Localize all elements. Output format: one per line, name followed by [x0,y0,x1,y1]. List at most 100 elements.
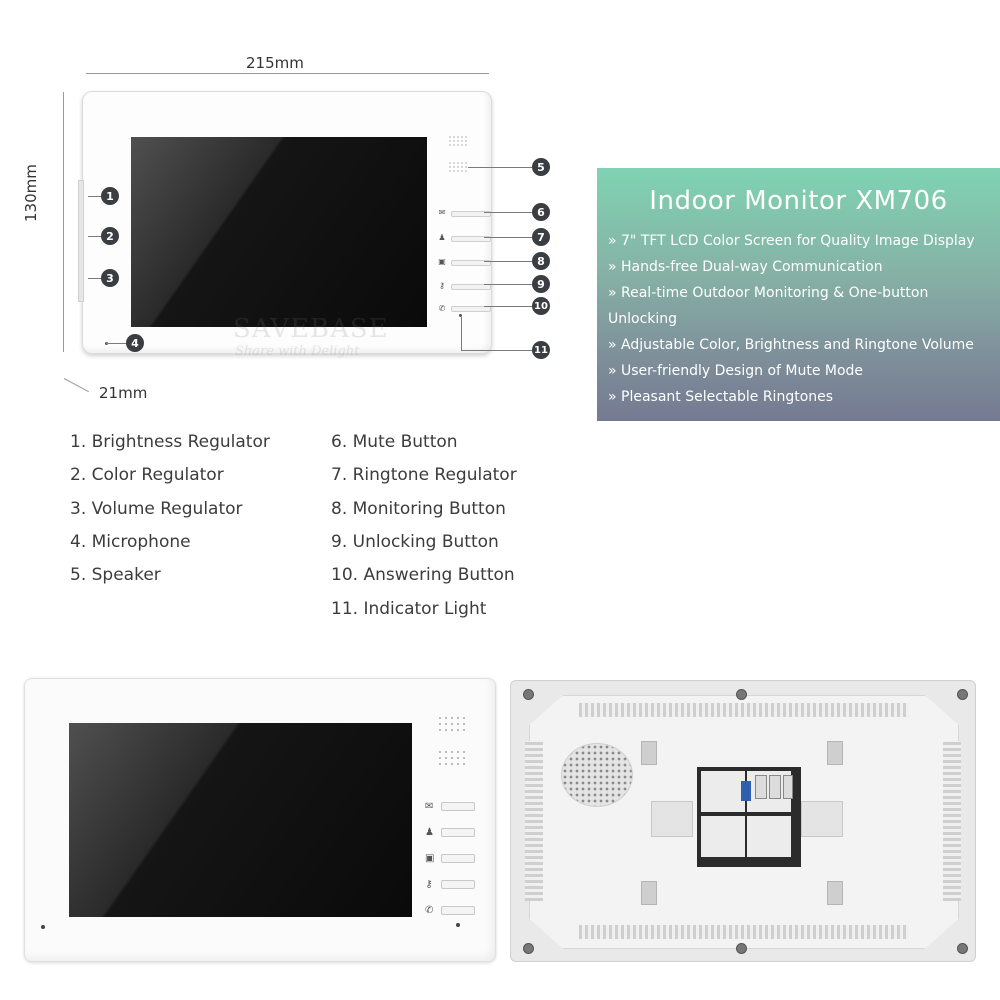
width-dimension-line [86,73,489,74]
screw-icon [736,689,747,700]
callout-lead-8 [484,261,532,262]
rear-speaker-icon [561,743,633,807]
top-vent [579,703,909,717]
callout-3: 3 [101,269,119,287]
side-regulator-strip [78,180,84,302]
unlock-key [451,284,491,290]
connector-cell [701,771,745,812]
answer-key [451,306,491,312]
feature-line: » Adjustable Color, Brightness and Ringt… [608,337,974,353]
depth-dimension-line [63,378,89,393]
legend-item: 5. Speaker [70,565,161,585]
mute-key [451,211,491,217]
microphone-dot [41,925,45,929]
callout-11: 11 [532,341,550,359]
legend-item: 3. Volume Regulator [70,499,243,519]
monitor-icon: ▣ [438,257,446,266]
legend-item: 10. Answering Button [331,565,515,585]
intercom-icon: ♟ [425,827,434,838]
monitoring-key [451,260,491,266]
speaker-grille-icon [439,717,465,765]
connector-cell [747,816,791,857]
key-icon: ⚷ [425,879,433,890]
callout-10: 10 [532,297,550,315]
screw-icon [957,689,968,700]
callout-5: 5 [532,158,550,176]
answer-key [441,906,475,915]
panel-title: Indoor Monitor XM706 [649,186,948,216]
callout-1: 1 [101,187,119,205]
mount-slot [827,741,843,765]
callout-lead-3 [88,278,102,279]
callout-lead-11-v [461,317,462,350]
callout-lead-9 [484,284,532,285]
callout-lead-11 [461,350,532,351]
monitor-icon: ▣ [425,853,435,864]
connector-cell [701,816,745,857]
unlock-key [441,880,475,889]
watermark-tagline: Share with Delight [235,344,360,359]
callout-2: 2 [101,227,119,245]
mount-pad [801,801,843,837]
callout-lead-10 [484,306,532,307]
legend-item: 8. Monitoring Button [331,499,506,519]
callout-lead-5 [468,167,532,168]
feature-line: » Real-time Outdoor Monitoring & One-but… [608,285,929,301]
screw-icon [523,943,534,954]
terminal-icon [755,775,767,799]
callout-8: 8 [532,252,550,270]
phone-icon: ✆ [438,304,446,313]
feature-panel: Indoor Monitor XM706 » 7" TFT LCD Color … [597,168,1000,421]
legend-item: 1. Brightness Regulator [70,432,270,452]
legend-item: 9. Unlocking Button [331,532,499,552]
back-view-photo [510,680,976,962]
envelope-icon: ✉ [425,801,434,812]
left-vent [525,741,543,901]
envelope-icon: ✉ [438,208,446,217]
callout-4: 4 [126,334,144,352]
feature-line: » Hands-free Dual-way Communication [608,259,883,275]
feature-line: Unlocking [608,311,678,327]
watermark-brand: SAVEBASE [233,314,389,344]
indicator-led [456,923,460,927]
right-vent [943,741,961,901]
depth-label: 21mm [99,384,148,402]
feature-line: » Pleasant Selectable Ringtones [608,389,834,405]
monitoring-key [441,854,475,863]
monitor-screen [131,137,427,327]
indicator-led [459,314,462,317]
phone-icon: ✆ [425,905,434,916]
front-view-photo: ✉ ♟ ▣ ⚷ ✆ [24,678,496,962]
terminal-icon [783,775,793,799]
speaker-grille-icon [449,136,467,172]
callout-lead-7 [484,237,532,238]
key-icon: ⚷ [439,281,445,290]
mount-pad [651,801,693,837]
callout-lead-4 [106,343,126,344]
height-dimension-line [63,92,64,352]
feature-line: » 7" TFT LCD Color Screen for Quality Im… [608,233,975,249]
legend-item: 2. Color Regulator [70,465,224,485]
connector-block [697,767,801,867]
mute-key [441,802,475,811]
height-label: 130mm [22,164,40,222]
legend-item: 7. Ringtone Regulator [331,465,517,485]
screw-icon [736,943,747,954]
callout-6: 6 [532,203,550,221]
screw-icon [523,689,534,700]
terminal-icon [769,775,781,799]
front-screen [69,723,412,917]
terminal-icon [741,781,751,801]
mount-slot [827,881,843,905]
callout-9: 9 [532,275,550,293]
monitor-diagram-body: ✉ ♟ ▣ ⚷ ✆ SAVEBASE Share with Delight [82,91,492,359]
callout-7: 7 [532,228,550,246]
width-label: 215mm [246,54,304,72]
bottom-vent [579,925,909,939]
callout-lead-1 [88,196,102,197]
callout-lead-2 [88,236,102,237]
legend-item: 4. Microphone [70,532,191,552]
mount-slot [641,741,657,765]
feature-line: » User-friendly Design of Mute Mode [608,363,864,379]
ringtone-key [441,828,475,837]
